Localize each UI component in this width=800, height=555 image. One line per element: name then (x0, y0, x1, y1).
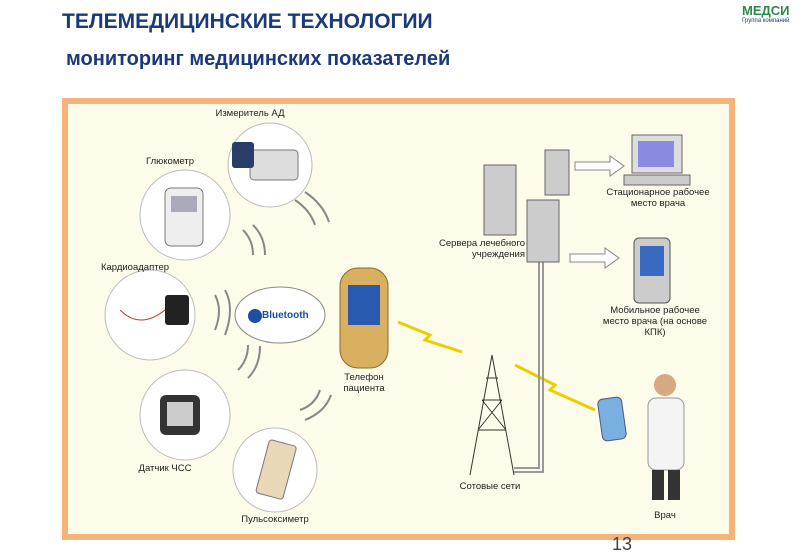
bp-monitor-icon (249, 149, 299, 181)
signal-waves (214, 191, 332, 421)
mobile-phone-icon (597, 396, 627, 442)
label-glucometer: Глюкометр (146, 156, 194, 167)
arrow-icons (569, 155, 625, 269)
label-cardio-adapter: Кардиоадаптер (100, 262, 170, 273)
lightning-icon (397, 320, 463, 354)
logo-name: МЕДСИ (742, 3, 790, 18)
doctor-icon (647, 374, 685, 500)
logo-tagline: Группа компаний (742, 18, 790, 24)
slide-subtitle: мониторинг медицинских показателей (66, 48, 451, 70)
pulse-oximeter-icon (255, 439, 297, 500)
pda-icon (633, 237, 671, 304)
slide-title: ТЕЛЕМЕДИЦИНСКИЕ ТЕХНОЛОГИИ (62, 10, 433, 33)
servers-icon (483, 149, 570, 263)
medsi-logo: МЕДСИ Группа компаний (742, 3, 790, 24)
patient-phone-icon (339, 267, 389, 369)
label-bp-monitor: Измеритель АД (215, 108, 285, 119)
bluetooth-cloud (234, 286, 326, 344)
label-workstation: Стационарное рабочее место врача (606, 187, 710, 209)
page-number: 13 (612, 534, 633, 554)
label-doctor: Врач (654, 510, 676, 521)
workstation-icon (623, 134, 691, 186)
lightning-icon (514, 363, 596, 412)
label-cell-network: Сотовые сети (459, 481, 521, 492)
label-servers: Сервера лечебного учреждения (438, 238, 525, 260)
label-patient-phone: Телефон пациента (343, 372, 385, 394)
label-pulse-oximeter: Пульсоксиметр (241, 514, 309, 525)
bluetooth-label: Bluetooth (262, 310, 309, 321)
label-mobile-workstation: Мобильное рабочее место врача (на основе… (602, 305, 708, 338)
label-hr-sensor: Датчик ЧСС (138, 463, 192, 474)
device-circles (104, 122, 318, 513)
cardio-adapter-icon (165, 295, 189, 325)
cell-tower-icon (469, 354, 515, 476)
